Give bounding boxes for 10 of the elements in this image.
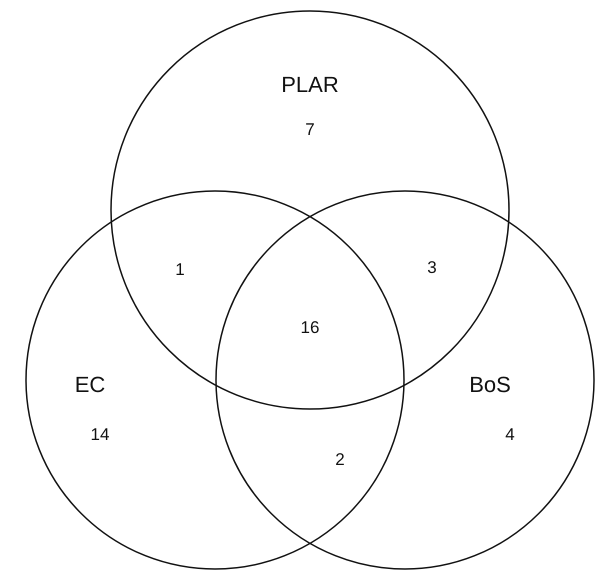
count-label: 7 bbox=[305, 120, 315, 140]
set-label: BoS bbox=[469, 372, 511, 398]
set-label: EC bbox=[74, 372, 106, 398]
count-label: 16 bbox=[300, 318, 320, 338]
count-label: 4 bbox=[505, 425, 515, 445]
count-label: 3 bbox=[427, 258, 437, 278]
count-label: 14 bbox=[90, 425, 110, 445]
set-label: PLAR bbox=[281, 72, 339, 98]
count-label: 1 bbox=[175, 260, 185, 280]
count-label: 2 bbox=[335, 450, 345, 470]
